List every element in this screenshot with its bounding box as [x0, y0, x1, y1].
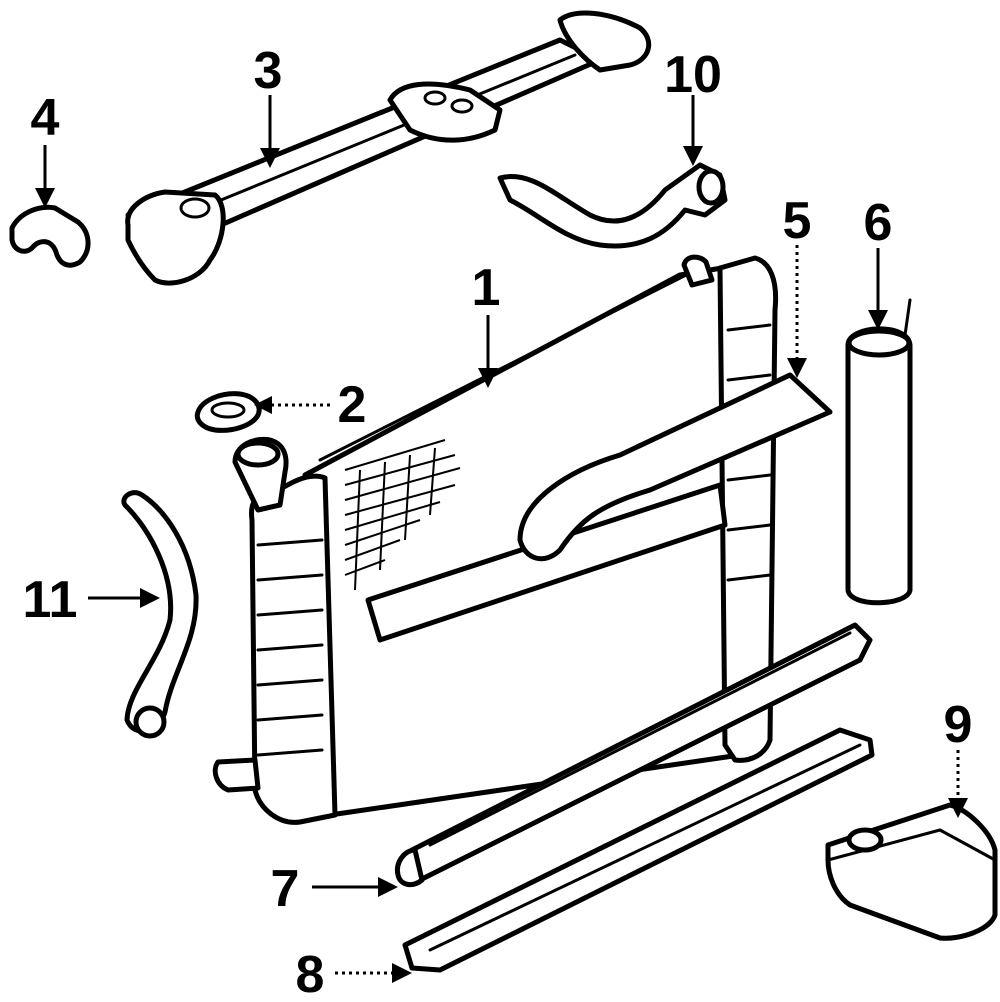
part-6-receiver[interactable] [845, 298, 913, 606]
callout-5: 5 [783, 192, 812, 250]
part-11-lower-hose[interactable] [121, 490, 199, 739]
callout-numbers: 1 2 3 4 5 6 7 8 9 10 11 [23, 42, 973, 1002]
callout-2: 2 [338, 376, 367, 434]
leader-lines [35, 95, 968, 983]
callout-6: 6 [864, 194, 893, 252]
part-5-baffle[interactable] [517, 372, 833, 562]
callout-11: 11 [23, 571, 78, 629]
part-9-reservoir[interactable] [825, 802, 998, 941]
part-2-radiator-cap[interactable] [194, 391, 262, 433]
callout-1: 1 [472, 259, 501, 317]
callout-10: 10 [664, 46, 722, 104]
callout-9: 9 [944, 696, 973, 754]
part-3-radiator-support[interactable] [125, 10, 652, 286]
part-8-lower-baffle[interactable] [402, 727, 875, 973]
part-10-upper-hose[interactable] [497, 162, 728, 249]
callout-4: 4 [31, 89, 60, 147]
callout-8: 8 [296, 946, 325, 1002]
callout-7: 7 [271, 860, 300, 918]
part-4-insulator[interactable] [9, 204, 91, 268]
part-7-lower-seal[interactable] [394, 622, 873, 888]
callout-3: 3 [254, 42, 283, 100]
